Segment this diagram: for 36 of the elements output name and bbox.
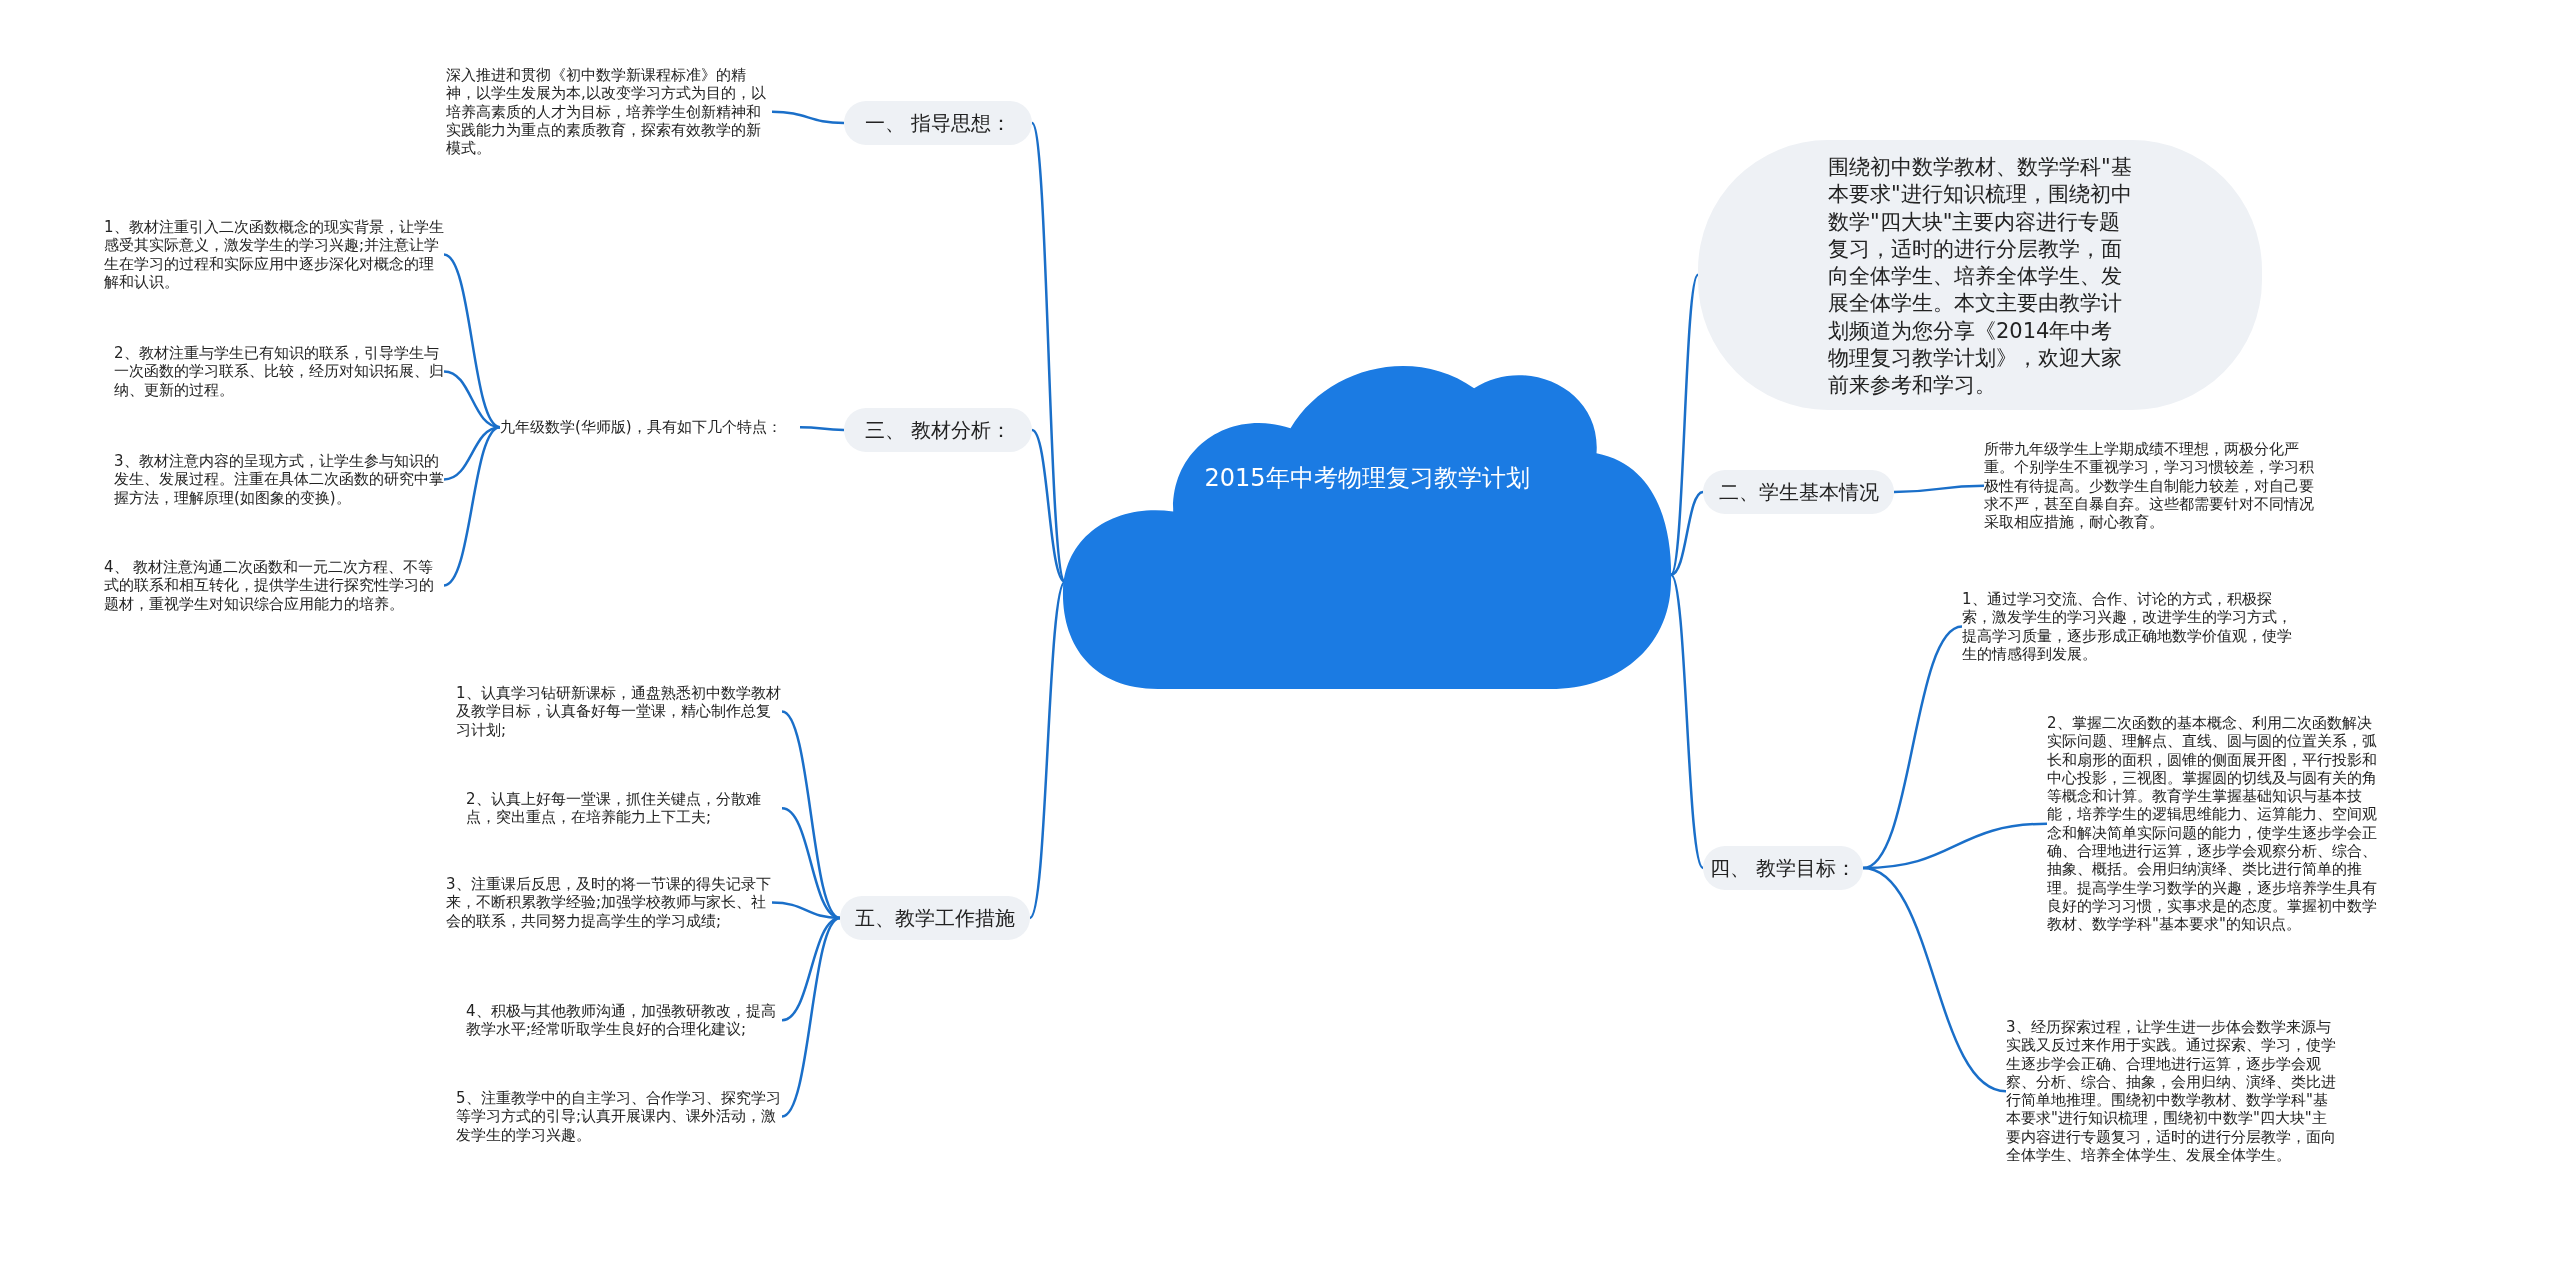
note-text: 1、教材注重引入二次函数概念的现实背景，让学生感受其实际意义，激发学生的学习兴趣;并注意让学生在学习的过程和实际应用中逐步深化对概念的理解和认识。: [104, 218, 444, 292]
branch-topic: 四、 教学目标：: [1703, 846, 1863, 890]
connector: [800, 425, 844, 432]
note-text: 5、注重教学中的自主学习、合作学习、探究学习等学习方式的引导;认真开展课内、课外活动，激发学生的学习兴趣。: [456, 1089, 782, 1144]
branch-topic: 三、 教材分析：: [844, 408, 1032, 452]
note-text: 3、经历探索过程，让学生进一步体会数学来源与实践又反过来作用于实践。通过探索、学习，使学生逐步学会正确、合理地进行运算，逐步学会观察、分析、综合、抽象，会用归纳、演绎、类比进行简单地推理。围绕初中数学教材、数学学科"基本要求"进行知识梳理，围绕初中数学"四大块"主要内容进行专题复习，适时的进行分层教学，面向全体学生、培养全体学生、发展全体学生。: [2006, 1018, 2336, 1165]
note-text: 深入推进和贯彻《初中数学新课程标准》的精神，以学生发展为本,以改变学习方式为目的，以培养高素质的人才为目标，培养学生创新精神和实践能力为重点的素质教育，探索有效教学的新模式。: [446, 66, 772, 158]
note-text: 4、 教材注意沟通二次函数和一元二次方程、不等式的联系和相互转化，提供学生进行探究性学习的题材，重视学生对知识综合应用能力的培养。: [104, 558, 444, 613]
connector: [1894, 484, 1984, 494]
note-text: 所带九年级学生上学期成绩不理想，两极分化严重。个别学生不重视学习，学习习惯较差，学习积极性有待提高。少数学生自制能力较差，对自己要求不严，甚至自暴自弃。这些都需要针对不同情况采取相应措施，耐心教育。: [1984, 440, 2320, 532]
connector: [1031, 429, 1066, 583]
connector: [443, 426, 501, 587]
note-text: 1、认真学习钻研新课标，通盘熟悉初中数学教材及教学目标，认真备好每一堂课，精心制作总复习计划;: [456, 684, 782, 739]
connector: [443, 253, 501, 429]
connector: [1669, 274, 1700, 576]
summary-bubble: 围绕初中数学教材、数学学科"基本要求"进行知识梳理，围绕初中数学"四大块"主要内容进行专题复习，适时的进行分层教学，面向全体学生、培养全体学生、发展全体学生。本文主要由教学计划频道为您分享《2014年中考物理复习教学计划》，欢迎大家前来参考和学习。: [1698, 140, 2262, 410]
note-text: 2、掌握二次函数的基本概念、利用二次函数解决实际问题、理解点、直线、圆与圆的位置关系，弧长和扇形的面积，圆锥的侧面展开图，平行投影和中心投影，三视图。掌握圆的切线及与圆有关的角等概念和计算。教育学生掌握基础知识与基本技能，培养学生的逻辑思维能力、运算能力、空间观念和解决简单实际问题的能力，使学生逐步学会正确、合理地进行运算，逐步学会观察分析、综合、抽象、概括。会用归纳演绎、类比进行简单的推理。提高学生学习数学的兴趣，逐步培养学生具有良好的学习习惯，实事求是的态度。掌握初中数学教材、数学学科"基本要求"的知识点。: [2047, 714, 2383, 934]
connector: [1862, 625, 1963, 870]
connector: [781, 807, 841, 920]
connector: [771, 110, 845, 125]
note-text: 4、积极与其他教师沟通，加强教研教改，提高教学水平;经常听取学生良好的合理化建议;: [466, 1002, 782, 1039]
connector: [781, 916, 841, 1118]
connector: [781, 710, 841, 920]
note-text: 2、教材注重与学生已有知识的联系，引导学生与一次函数的学习联系、比较，经历对知识拓展、归纳、更新的过程。: [114, 344, 444, 399]
note-text: 九年级数学(华师版)，具有如下几个特点：: [500, 418, 800, 437]
branch-topic: 二、学生基本情况: [1703, 470, 1894, 514]
central-topic: 2015年中考物理复习教学计划: [1203, 463, 1531, 495]
note-text: 1、通过学习交流、合作、讨论的方式，积极探索，激发学生的学习兴趣，改进学生的学习方式，提高学习质量，逐步形成正确地数学价值观，使学生的情感得到发展。: [1962, 590, 2292, 664]
branch-topic: 五、教学工作措施: [840, 896, 1030, 940]
note-text: 3、教材注意内容的呈现方式，让学生参与知识的发生、发展过程。注重在具体二次函数的研究中掌握方法，理解原理(如图象的变换)。: [114, 452, 444, 507]
connector: [1862, 866, 2007, 1093]
connector: [1670, 490, 1704, 576]
note-text: 3、注重课后反思，及时的将一节课的得失记录下来，不断积累教学经验;加强学校教师与家长、社会的联系，共同努力提高学生的学习成绩;: [446, 875, 772, 930]
branch-topic: 一、 指导思想：: [844, 101, 1032, 145]
note-text: 2、认真上好每一堂课，抓住关键点，分散难点，突出重点，在培养能力上下工夫;: [466, 790, 782, 827]
connector: [1669, 574, 1705, 869]
